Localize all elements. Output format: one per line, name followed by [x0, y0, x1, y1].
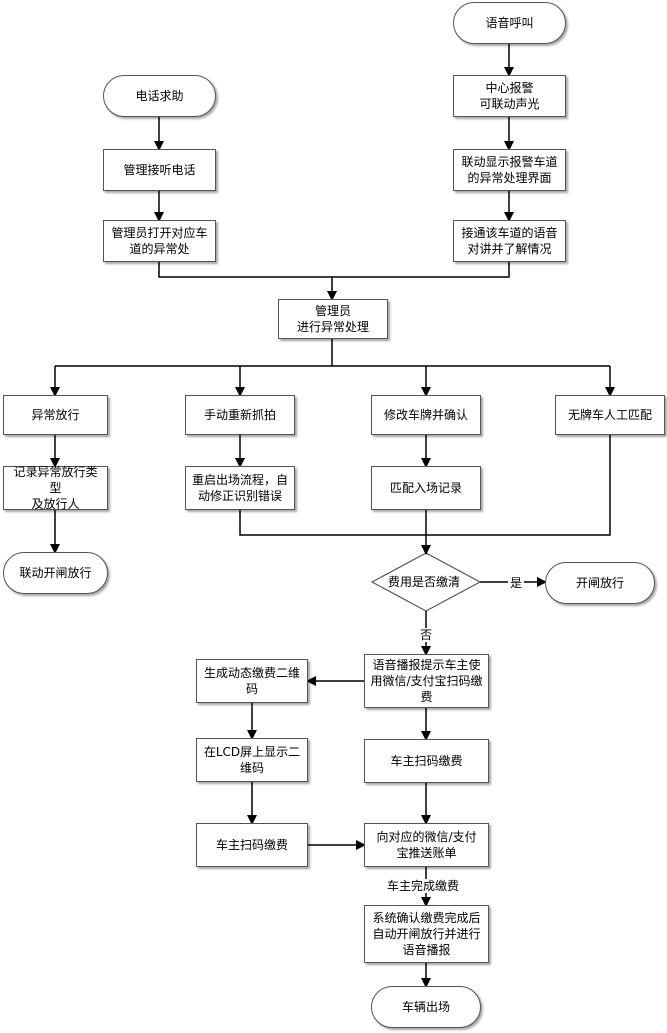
step-abnormal-release: 异常放行 [3, 395, 108, 435]
node-label: 语音呼叫 [485, 16, 534, 30]
node-label: 匹配入场记录 [389, 481, 462, 495]
node-label: 语音播报提示车主使 用微信/支付宝扫码缴 费 [370, 658, 483, 704]
node-label: 管理员 进行异常处理 [296, 304, 369, 334]
edge-noplate-merge [426, 435, 611, 536]
node-label: 联动开闸放行 [19, 566, 92, 580]
decision-fee-paid-label: 费用是否缴清 [388, 575, 461, 589]
step-gen-qr: 生成动态缴费二维 码 [196, 659, 308, 703]
node-label: 车辆出场 [401, 1000, 450, 1014]
node-label: 车主扫码缴费 [390, 754, 463, 768]
step-show-lane-ui: 联动显示报警车道 的异常处理界面 [453, 149, 566, 191]
node-label: 生成动态缴费二维 码 [203, 666, 300, 696]
step-voice-prompt: 语音播报提示车主使 用微信/支付宝扫码缴 费 [364, 654, 489, 708]
step-admin-answer: 管理接听电话 [103, 149, 216, 191]
step-manual-capture: 手动重新抓拍 [185, 395, 295, 435]
end-link-open-gate: 联动开闸放行 [3, 552, 108, 594]
step-admin-handle: 管理员 进行异常处理 [278, 299, 388, 339]
node-label: 管理员打开对应车 道的异常处 [111, 226, 208, 256]
step-match-entry: 匹配入场记录 [371, 466, 481, 510]
step-connect-voice: 接通该车道的语音 对讲并了解情况 [453, 220, 566, 262]
edge-label-no: 否 [418, 628, 435, 642]
end-vehicle-exit: 车辆出场 [371, 986, 481, 1028]
node-label: 异常放行 [31, 408, 80, 422]
node-label: 管理接听电话 [123, 163, 196, 177]
step-owner-scan-left: 车主扫码缴费 [196, 823, 308, 867]
edge-restart-merge [239, 510, 426, 536]
start-voice-call: 语音呼叫 [453, 2, 566, 44]
node-label: 在LCD屏上显示二 维码 [203, 745, 301, 775]
node-label: 无牌车人工匹配 [567, 408, 652, 422]
step-no-plate-match: 无牌车人工匹配 [555, 395, 665, 435]
step-record-abnormal: 记录异常放行类型 及放行人 [3, 465, 108, 511]
step-lcd-show: 在LCD屏上显示二 维码 [196, 738, 308, 782]
edge-right-merge [332, 262, 510, 278]
node-label: 向对应的微信/支付 宝推送账单 [376, 830, 477, 860]
node-label: 重启出场流程，自 动修正识别错误 [191, 473, 288, 503]
edge-label-owner-done: 车主完成缴费 [385, 879, 462, 893]
step-restart-exit: 重启出场流程，自 动修正识别错误 [185, 466, 295, 510]
node-label: 车主扫码缴费 [215, 838, 288, 852]
edge-label-yes: 是 [508, 576, 525, 590]
edge-left-merge [158, 262, 332, 278]
node-label: 修改车牌并确认 [383, 408, 468, 422]
node-label: 中心报警 可联动声光 [479, 81, 540, 111]
step-sys-confirm: 系统确认缴费完成后 自动开闸放行并进行 语音播报 [364, 905, 489, 963]
step-center-alarm: 中心报警 可联动声光 [453, 75, 566, 117]
step-push-bill: 向对应的微信/支付 宝推送账单 [364, 823, 489, 867]
step-modify-plate: 修改车牌并确认 [371, 395, 481, 435]
start-phone-help: 电话求助 [103, 75, 216, 117]
node-label: 记录异常放行类型 及放行人 [13, 465, 98, 511]
node-label: 联动显示报警车道 的异常处理界面 [461, 155, 558, 185]
node-label: 系统确认缴费完成后 自动开闸放行并进行 语音播报 [372, 911, 481, 957]
node-label: 接通该车道的语音 对讲并了解情况 [461, 226, 558, 256]
end-open-release: 开闸放行 [545, 562, 655, 604]
step-owner-scan-right: 车主扫码缴费 [364, 739, 489, 783]
node-label: 开闸放行 [575, 576, 624, 590]
step-admin-open: 管理员打开对应车 道的异常处 [103, 220, 216, 262]
node-label: 手动重新抓拍 [203, 408, 276, 422]
node-label: 电话求助 [135, 89, 184, 103]
